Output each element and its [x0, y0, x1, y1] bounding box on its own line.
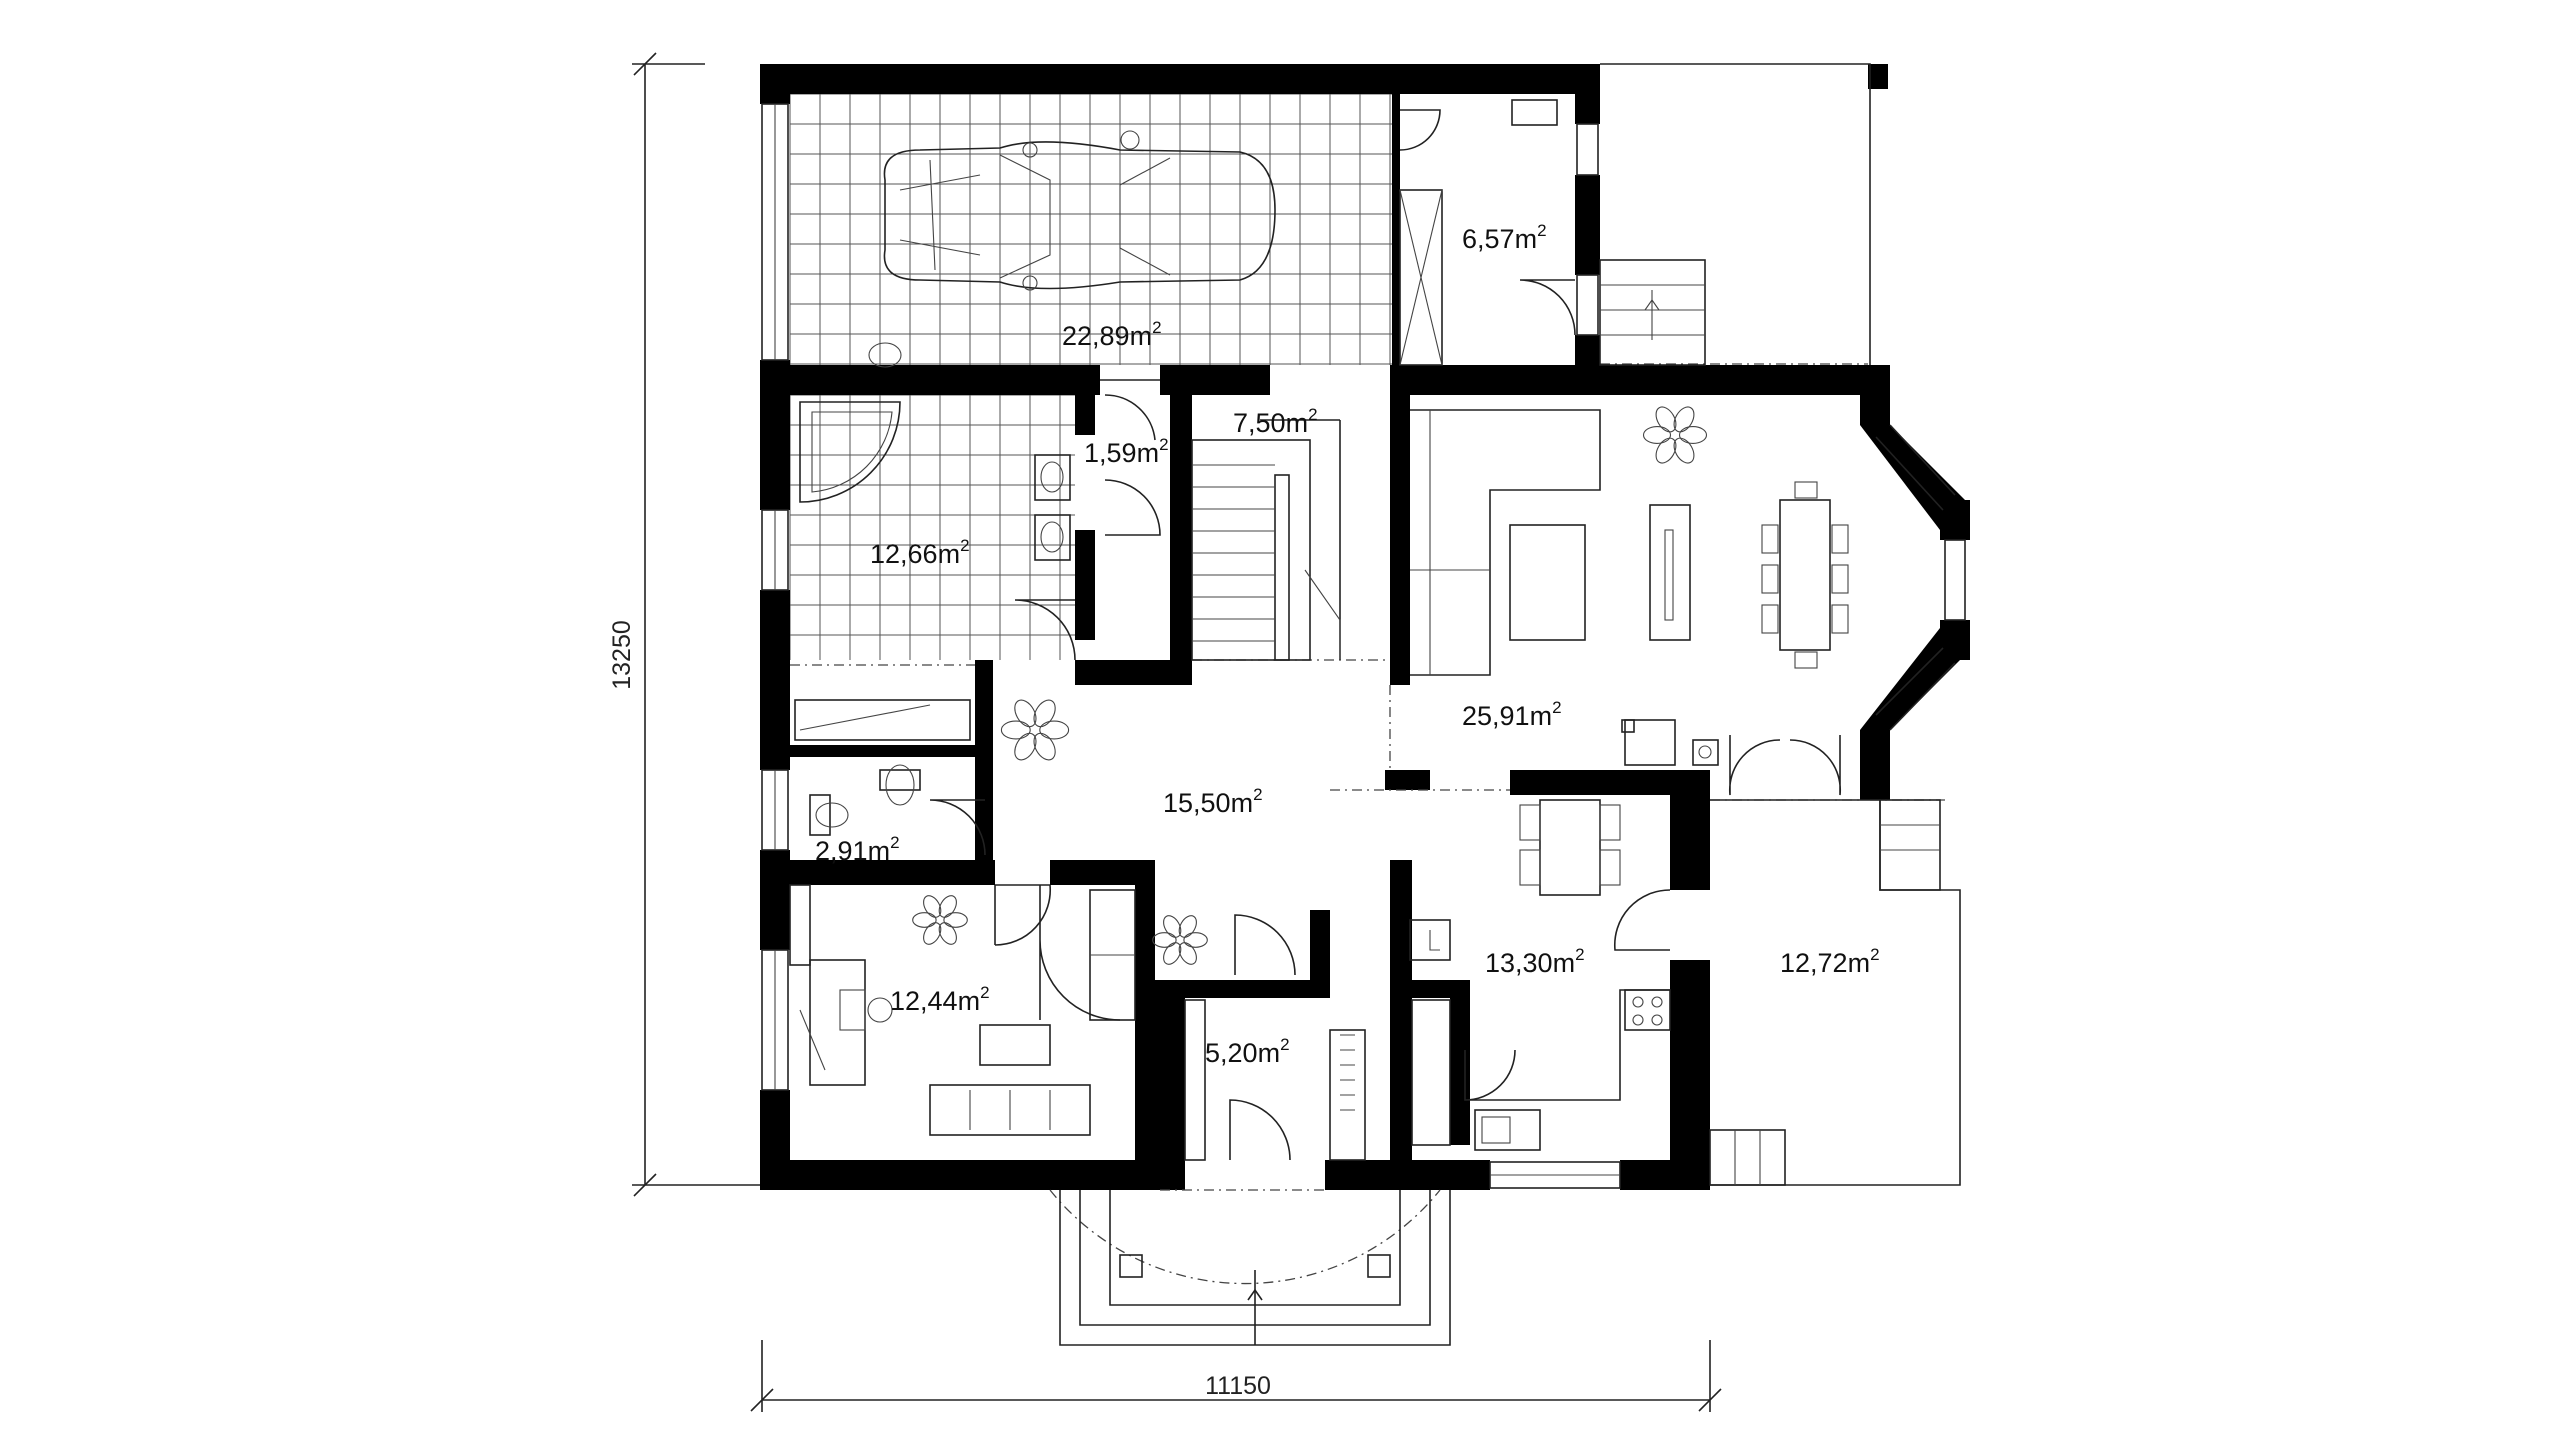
walls [760, 64, 1970, 1190]
doors [929, 109, 1842, 1161]
room-area-living: 25,91m2 [1462, 698, 1562, 731]
terrace [1709, 799, 1961, 1186]
living-furniture [1410, 409, 1849, 766]
dimension-vertical: 13250 [608, 52, 765, 1197]
office-furniture [789, 884, 1366, 1161]
room-area-kitchen: 13,30m2 [1485, 945, 1585, 978]
upper-right-porch [1599, 63, 1871, 366]
room-area-vestibule: 5,20m2 [1205, 1035, 1290, 1068]
dimension-height-label: 13250 [608, 620, 636, 690]
entrance-porch [1049, 1189, 1451, 1346]
car [883, 130, 1276, 291]
room-area-stair: 7,50m2 [1233, 405, 1318, 438]
room-area-garage: 22,89m2 [1062, 318, 1162, 351]
bathroom-fixtures [794, 342, 1071, 836]
room-area-wc-small: 1,59m2 [1084, 435, 1169, 468]
room-area-terrace: 12,72m2 [1780, 945, 1880, 978]
dimension-width-label: 11150 [1205, 1372, 1271, 1400]
room-area-hall: 15,50m2 [1163, 785, 1263, 818]
dimension-horizontal: 11150 [750, 1340, 1722, 1412]
openings [790, 363, 1945, 1191]
bay-window [1860, 424, 1970, 731]
kitchen-furniture [1409, 799, 1671, 1151]
room-labels: 22,89m2 6,57m2 1,59m2 7,50m2 12,66m2 25,… [815, 221, 1880, 1068]
plants [912, 406, 1708, 965]
room-area-utility: 6,57m2 [1462, 221, 1547, 254]
garage-floor-tiles [789, 93, 1392, 365]
room-area-office: 12,44m2 [890, 983, 990, 1016]
room-area-bathroom: 12,66m2 [870, 536, 970, 569]
bathroom-floor-tiles [789, 394, 1075, 660]
windows [761, 103, 1621, 1189]
room-area-wc: 2,91m2 [815, 833, 900, 866]
staircase [1191, 419, 1341, 661]
garage-shelf [1399, 99, 1558, 366]
